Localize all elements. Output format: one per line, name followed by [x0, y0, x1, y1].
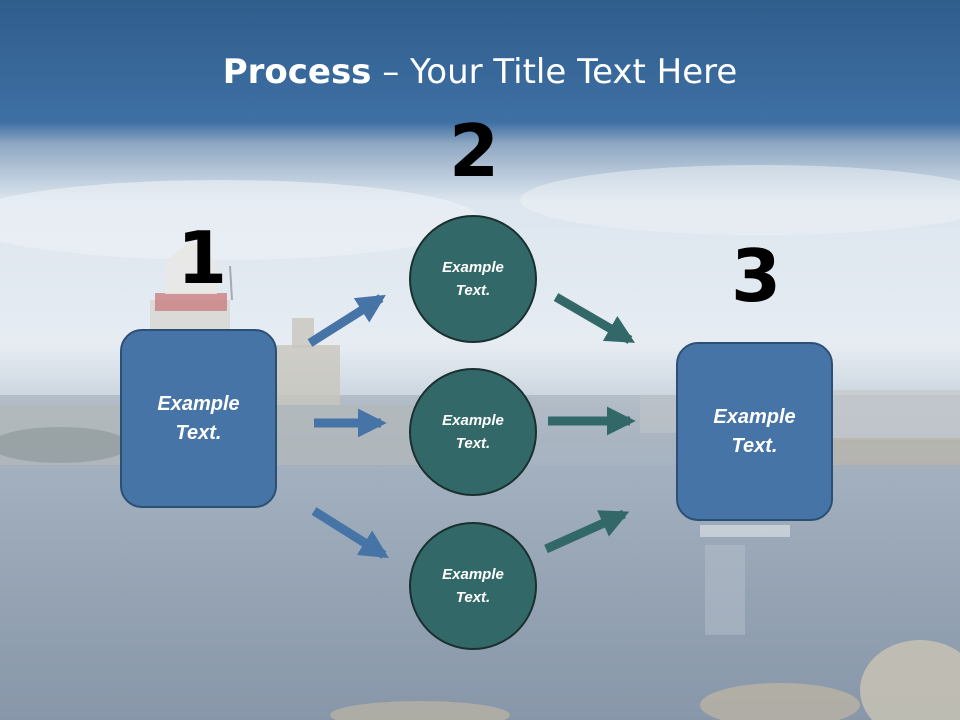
circle-middle-label: Example Text. — [442, 412, 504, 452]
step-2-circle-bottom: Example Text. — [409, 522, 537, 650]
page-title: Process – Your Title Text Here — [0, 52, 960, 92]
circle-top-label: Example Text. — [442, 259, 504, 299]
arrow-circle-top-to-3 — [553, 293, 635, 344]
title-rest: – Your Title Text Here — [371, 52, 738, 92]
circle-bottom-label: Example Text. — [442, 566, 504, 606]
step-3-number: 3 — [731, 234, 782, 318]
step-3-box: Example Text. — [676, 342, 833, 521]
arrow-1-to-circle-bottom — [311, 507, 389, 559]
step-1-label: Example Text. — [157, 392, 240, 444]
step-2-number: 2 — [449, 109, 500, 193]
step-3-label: Example Text. — [713, 405, 796, 457]
step-1-number: 1 — [177, 216, 228, 300]
arrow-1-to-circle-top — [307, 294, 386, 347]
step-1-box: Example Text. — [120, 329, 277, 508]
step-2-circle-middle: Example Text. — [409, 368, 537, 496]
title-bold: Process — [222, 52, 372, 92]
step-2-circle-top: Example Text. — [409, 215, 537, 343]
arrow-circle-bottom-to-3 — [544, 509, 630, 554]
